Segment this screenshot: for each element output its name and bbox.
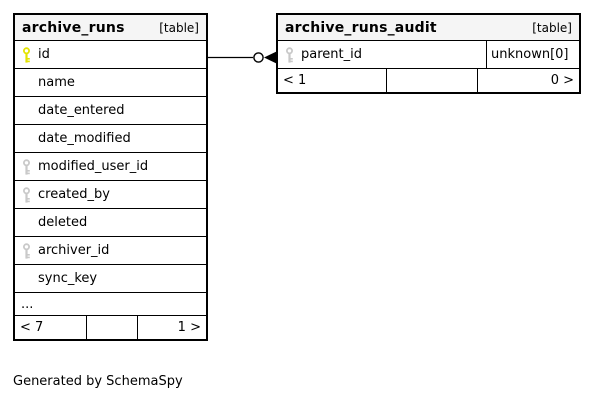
column-row-date-modified[interactable]: date_modified <box>15 125 206 153</box>
footer-left-count: < 7 <box>20 320 44 335</box>
icon-spacer <box>22 215 31 231</box>
table-footer: < 7 1 > <box>15 316 206 339</box>
icon-spacer <box>22 271 31 287</box>
column-name: deleted <box>38 215 88 230</box>
cardinality-circle-icon <box>253 52 264 63</box>
column-row-sync-key[interactable]: sync_key <box>15 265 206 293</box>
column-name: modified_user_id <box>38 159 149 174</box>
table-type-label: [table] <box>159 20 199 35</box>
column-name: date_modified <box>38 131 131 146</box>
table-archive-runs-audit[interactable]: archive_runs_audit [table] parent_id unk… <box>276 13 581 94</box>
foreign-key-icon <box>285 46 294 63</box>
foreign-key-icon <box>22 242 31 259</box>
arrowhead-icon <box>264 51 277 64</box>
table-name[interactable]: archive_runs_audit <box>285 19 437 36</box>
column-name: date_entered <box>38 103 125 118</box>
column-row-modified-user-id[interactable]: modified_user_id <box>15 153 206 181</box>
foreign-key-icon <box>22 186 31 203</box>
column-name: id <box>38 47 50 62</box>
footer-right-count: 1 > <box>137 316 206 339</box>
column-type: unknown[0] <box>486 41 579 68</box>
footer-left-count: < 1 <box>283 73 307 88</box>
table-header[interactable]: archive_runs_audit [table] <box>278 15 579 41</box>
column-row-created-by[interactable]: created_by <box>15 181 206 209</box>
generated-by-note: Generated by SchemaSpy <box>13 374 183 389</box>
table-footer: < 1 0 > <box>278 69 579 92</box>
footer-middle-cell <box>386 69 476 92</box>
icon-spacer <box>22 131 31 147</box>
more-columns-ellipsis: ... <box>15 293 206 316</box>
column-name: parent_id <box>301 47 362 62</box>
icon-spacer <box>22 103 31 119</box>
footer-middle-cell <box>85 316 138 339</box>
column-row-date-entered[interactable]: date_entered <box>15 97 206 125</box>
column-row-parent-id[interactable]: parent_id unknown[0] <box>278 41 579 69</box>
relationship-connector <box>206 51 277 64</box>
column-name: name <box>38 75 75 90</box>
column-row-name[interactable]: name <box>15 69 206 97</box>
table-type-label: [table] <box>532 20 572 35</box>
column-row-deleted[interactable]: deleted <box>15 209 206 237</box>
table-header[interactable]: archive_runs [table] <box>15 15 206 41</box>
primary-key-icon <box>22 46 31 63</box>
table-archive-runs[interactable]: archive_runs [table] id name <box>13 13 208 341</box>
icon-spacer <box>22 75 31 91</box>
column-name: created_by <box>38 187 110 202</box>
column-name: archiver_id <box>38 243 110 258</box>
column-row-id[interactable]: id <box>15 41 206 69</box>
table-name[interactable]: archive_runs <box>22 19 125 36</box>
footer-right-count: 0 > <box>476 69 579 92</box>
column-name: sync_key <box>38 271 98 286</box>
foreign-key-icon <box>22 158 31 175</box>
column-row-archiver-id[interactable]: archiver_id <box>15 237 206 265</box>
